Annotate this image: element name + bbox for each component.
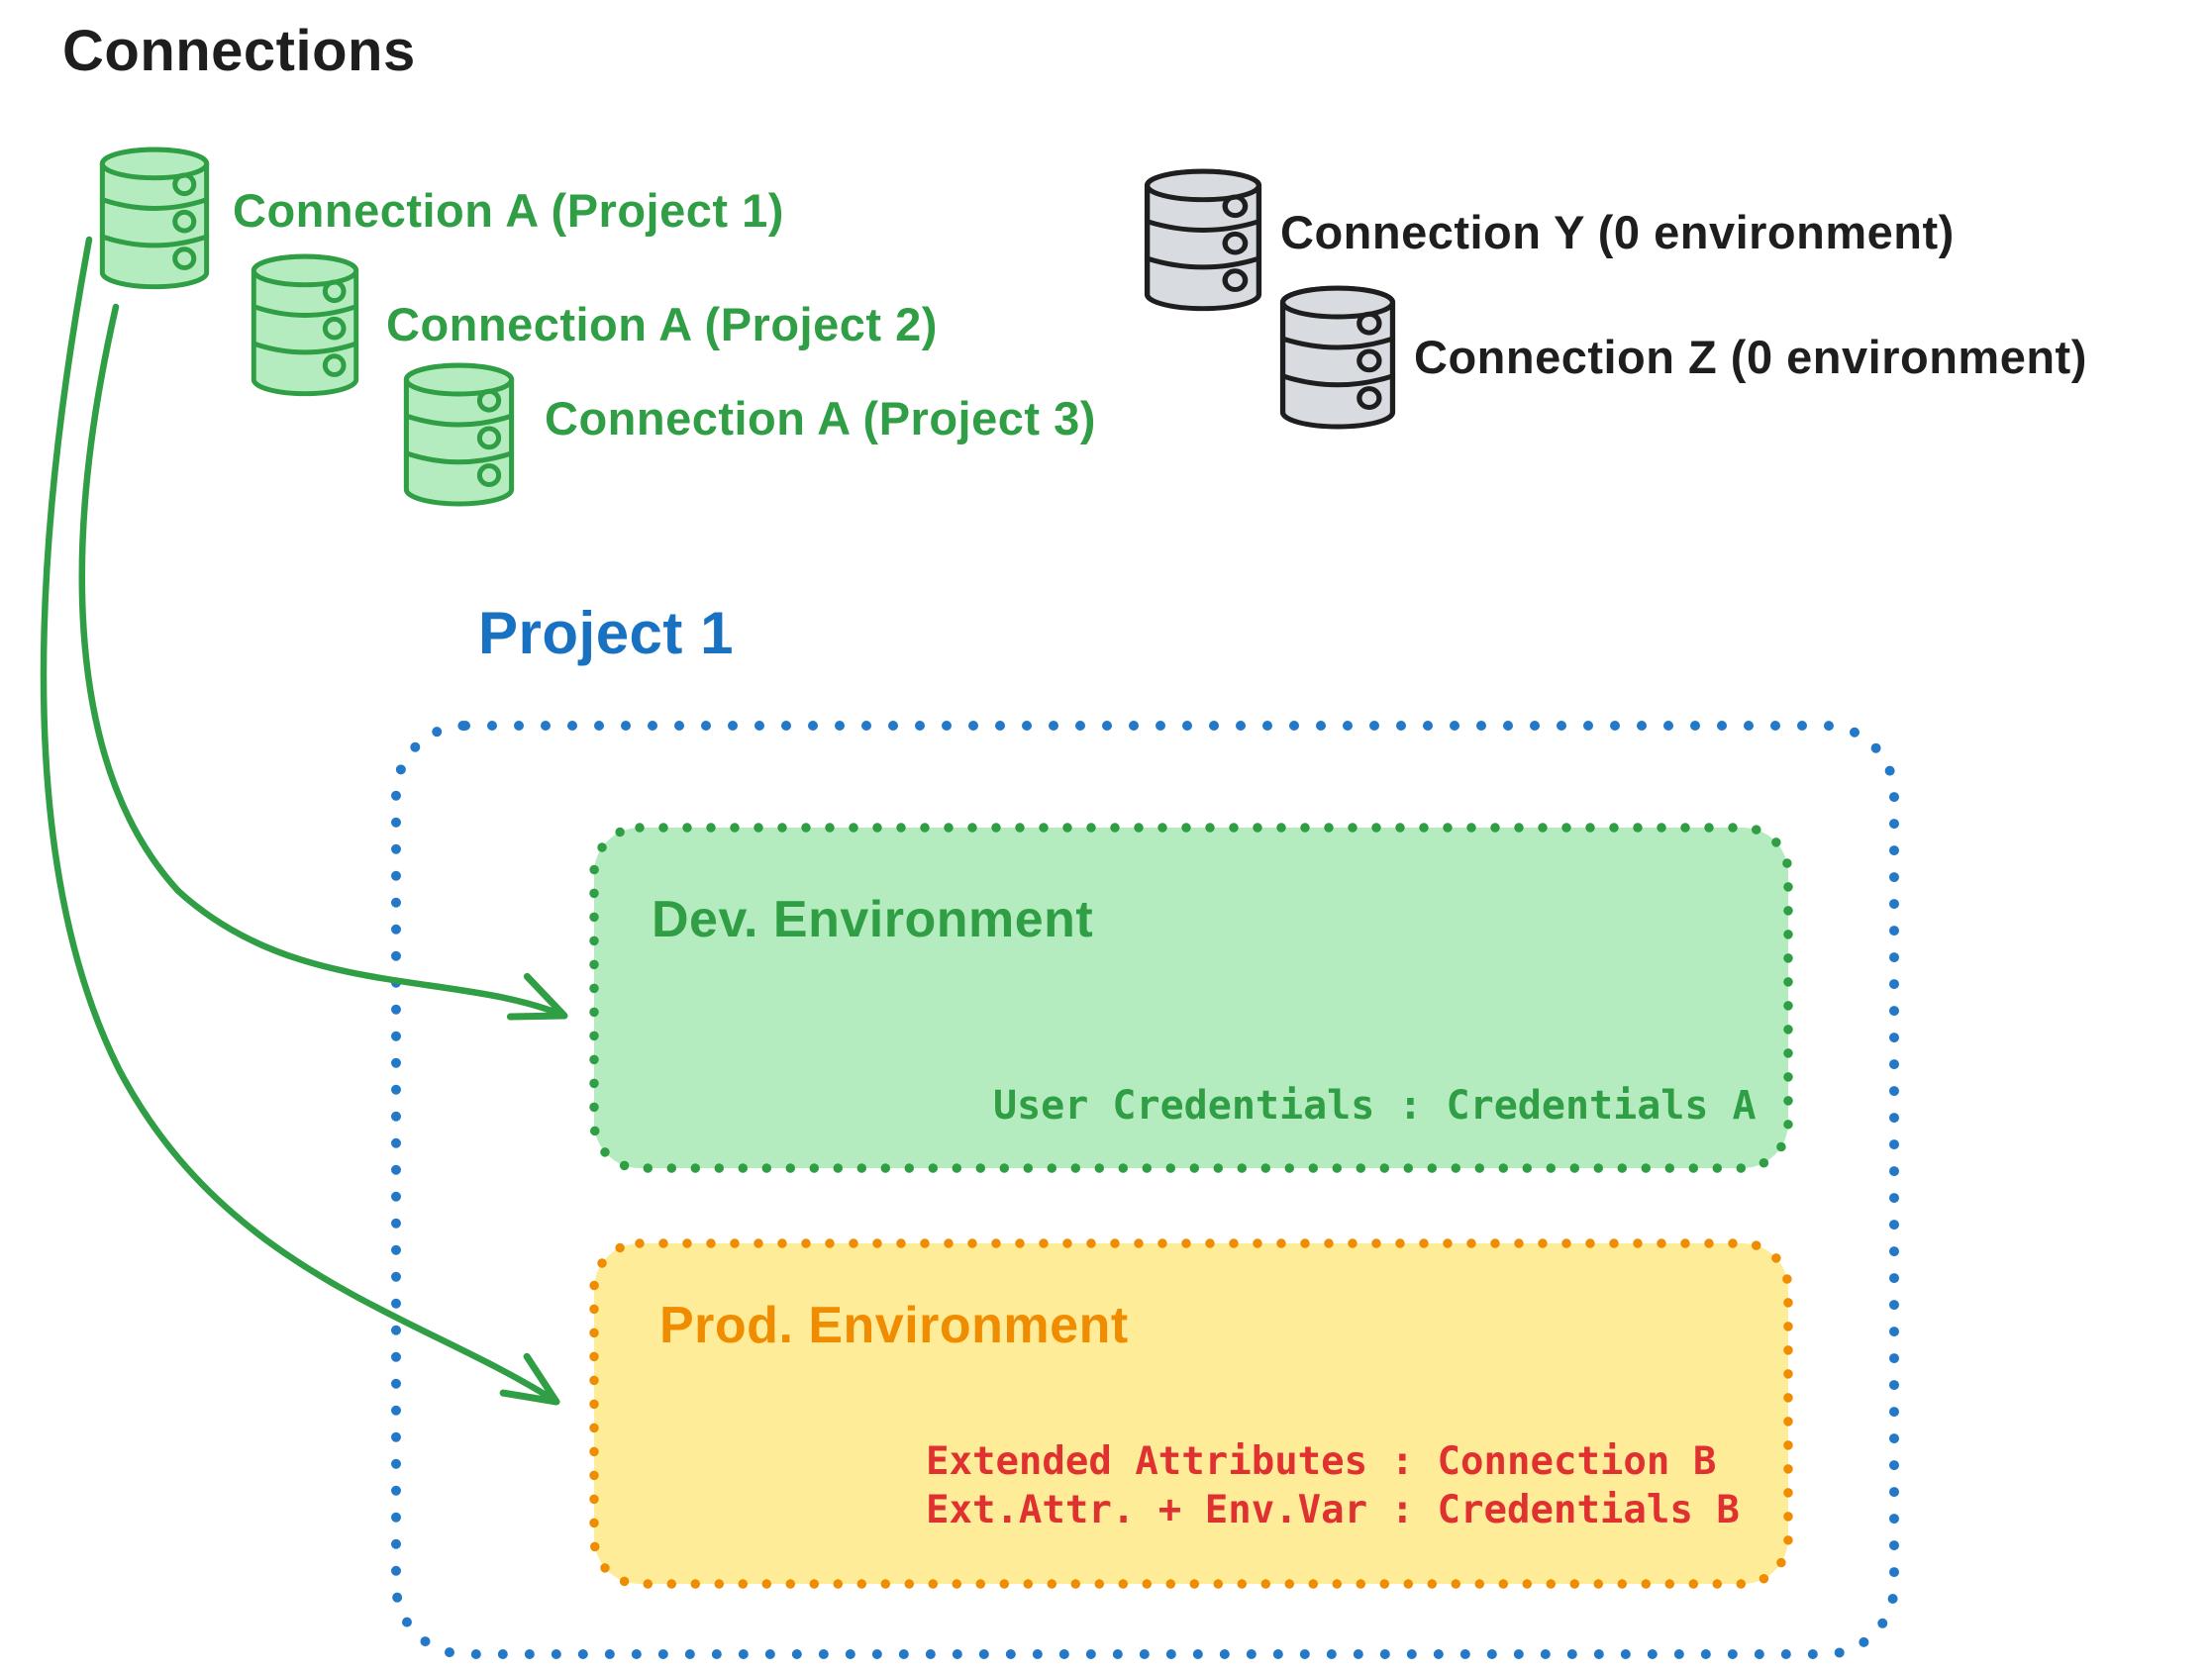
diagram-title: Connections [62,19,416,83]
arrow-connection-a-to-prod [40,236,560,1406]
database-icon-connection-a-project-2 [253,256,355,394]
database-icon-connection-a-project-1 [102,149,206,287]
dev-environment-box [589,823,1793,1173]
connection-a-project-1-label: Connection A (Project 1) [233,184,784,237]
arrow-connection-a-to-dev [78,303,568,1021]
dev-environment-title: Dev. Environment [652,891,1094,948]
dev-environment-credentials-mapping: User Credentials : Credentials A [993,1083,1757,1129]
prod-environment-mapping-line-1: Extended Attributes : Connection B [926,1439,1717,1484]
connection-y-label: Connection Y (0 environment) [1280,206,1955,258]
prod-environment-box [589,1238,1793,1589]
database-icon-connection-z [1283,288,1393,427]
project-1-container [391,721,1899,1659]
database-icon-connection-y [1148,171,1259,309]
prod-environment-mapping-line-2: Ext.Attr. + Env.Var : Credentials B [926,1488,1740,1532]
prod-environment-title: Prod. Environment [659,1297,1129,1354]
connection-a-project-3-label: Connection A (Project 3) [545,392,1096,444]
database-icon-connection-a-project-3 [406,365,511,504]
project-1-title: Project 1 [478,600,734,666]
connection-a-project-2-label: Connection A (Project 2) [386,298,938,350]
connection-z-label: Connection Z (0 environment) [1414,331,2087,383]
